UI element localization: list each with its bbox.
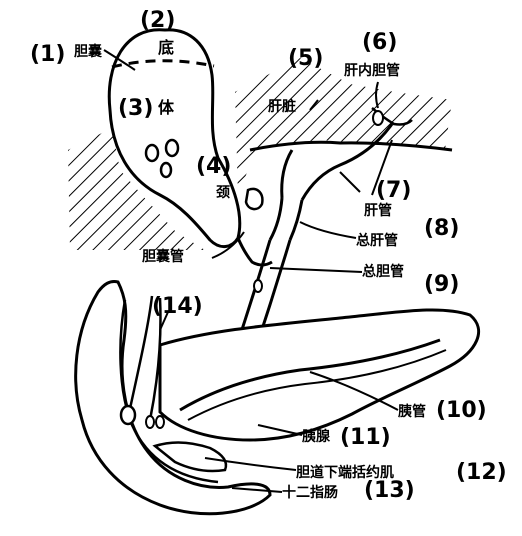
ampulla-stone-2 — [146, 416, 154, 428]
label-pancreas: 胰腺 — [302, 430, 330, 444]
label-fundus: 底 — [158, 40, 174, 56]
gallstone-1 — [146, 145, 158, 161]
common-hepatic-duct — [270, 198, 302, 240]
label-number-9: (9) — [424, 274, 459, 296]
label-body: 体 — [158, 100, 174, 116]
intrahepatic-duct-left — [282, 150, 292, 198]
label-number-14: (14) — [152, 296, 203, 318]
label-common-hepatic-duct: 总肝管 — [356, 234, 398, 248]
gallstone-3 — [161, 163, 171, 177]
label-number-8: (8) — [424, 218, 459, 240]
ampulla-stone-1 — [121, 406, 135, 424]
sphincter-region — [155, 442, 226, 471]
gallbladder-neck-stone — [246, 189, 262, 209]
label-number-3: (3) — [118, 98, 153, 120]
label-number-10: (10) — [436, 400, 487, 422]
intrahepatic-stone — [373, 111, 383, 125]
label-number-12: (12) — [456, 462, 507, 484]
leader-line-8 — [300, 222, 356, 238]
label-number-6: (6) — [362, 32, 397, 54]
label-cystic-duct: 胆囊管 — [142, 250, 184, 264]
label-neck: 颈 — [216, 186, 230, 200]
label-number-5: (5) — [288, 48, 323, 70]
ampulla-stone-3 — [156, 416, 164, 428]
leader-line-9 — [270, 268, 362, 272]
label-intrahepatic-duct: 肝内胆管 — [344, 64, 400, 78]
label-number-2: (2) — [140, 10, 175, 32]
label-number-13: (13) — [364, 480, 415, 502]
gallstone-2 — [166, 140, 178, 156]
label-gallbladder: 胆囊 — [74, 45, 102, 59]
label-liver: 肝脏 — [268, 100, 296, 114]
label-number-1: (1) — [30, 44, 65, 66]
label-number-11: (11) — [340, 427, 391, 449]
label-number-7: (7) — [376, 180, 411, 202]
label-duodenum: 十二指肠 — [282, 486, 338, 500]
common-bile-duct-stone — [254, 280, 262, 292]
label-number-4: (4) — [196, 156, 231, 178]
label-hepatic-duct: 肝管 — [364, 204, 392, 218]
label-pancreatic-duct: 胰管 — [398, 405, 426, 419]
label-common-bile-duct: 总胆管 — [362, 265, 404, 279]
